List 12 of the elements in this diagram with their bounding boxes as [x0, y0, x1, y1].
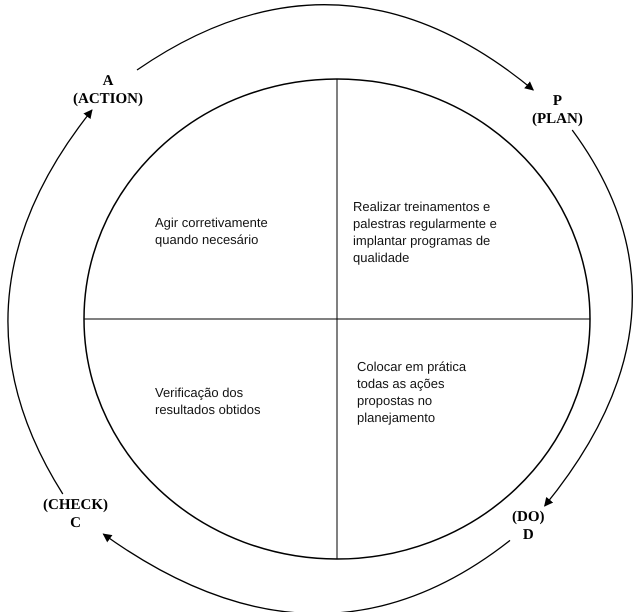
phase-label: A (ACTION): [73, 72, 143, 108]
cycle-arrow: [544, 130, 633, 507]
phase-label: (CHECK) C: [43, 496, 108, 532]
cycle-arrow: [8, 109, 93, 494]
cycle-arrow: [102, 533, 510, 612]
phase-label: P (PLAN): [532, 92, 583, 128]
cycle-arrow: [136, 4, 534, 91]
phase-label: (DO) D: [512, 508, 544, 544]
step-description: Colocar em prática todas as ações propostas no planejamento: [357, 358, 487, 426]
step-description: Verificação dos resultados obtidos: [155, 384, 295, 418]
step-description: Agir corretivamente quando necesário: [155, 214, 295, 248]
step-description: Realizar treinamentos e palestras regularmente e implantar programas de qualidade: [353, 198, 538, 266]
